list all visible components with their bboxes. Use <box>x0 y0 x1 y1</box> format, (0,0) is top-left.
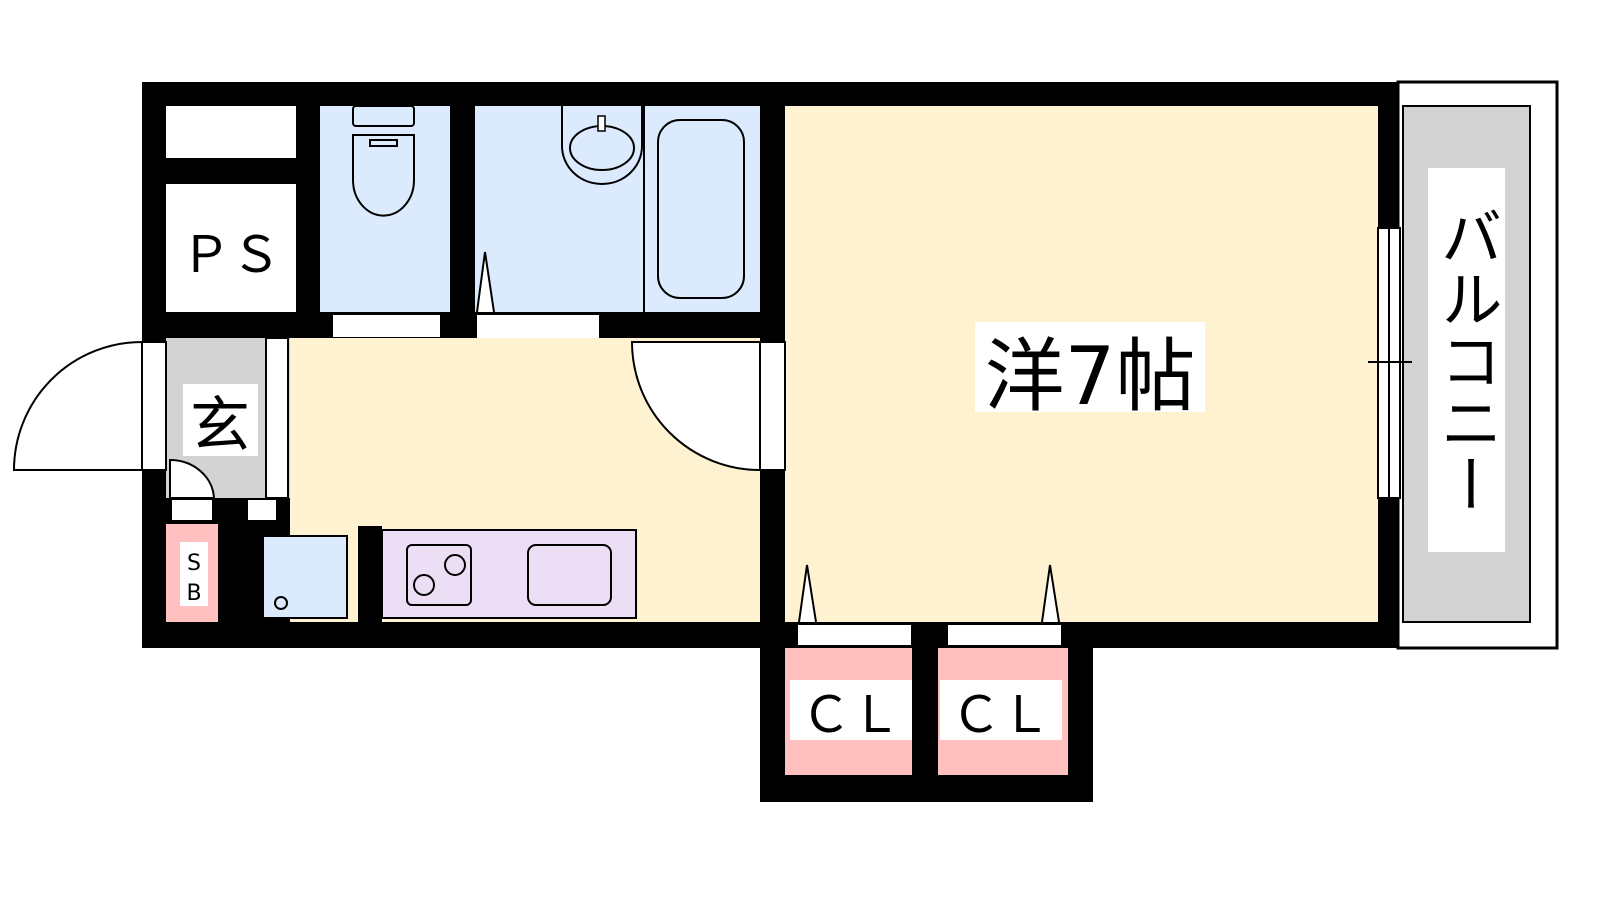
closet-label-1: ＣＬ <box>801 686 901 744</box>
room-label: 洋7帖 <box>985 330 1196 423</box>
shoebox-label-b: B <box>186 581 201 606</box>
room-door-frame <box>759 341 786 471</box>
sink-basin-icon <box>527 544 612 606</box>
stove-icon <box>406 544 472 606</box>
closet-door-2[interactable] <box>948 625 1061 645</box>
room-label-box <box>975 322 1205 412</box>
sink-icon <box>561 106 643 185</box>
bathroom-door[interactable] <box>477 315 599 338</box>
pipe-space <box>166 184 296 312</box>
room-door[interactable] <box>630 341 761 472</box>
toilet-door-frame <box>333 315 440 338</box>
closet-door-1[interactable] <box>798 625 911 645</box>
shoebox-label-s: S <box>187 551 201 576</box>
bathroom <box>475 106 760 312</box>
front-door[interactable] <box>12 340 143 471</box>
bathtub-icon <box>657 119 745 299</box>
balcony-label: バルコニー <box>1430 205 1503 515</box>
ps-label: ＰＳ <box>181 226 281 284</box>
entrance-label: 玄 <box>190 391 250 461</box>
toilet-icon <box>352 105 415 217</box>
folding-door-icon <box>476 251 495 313</box>
storage-top <box>166 106 296 158</box>
washer-space <box>262 535 348 619</box>
balcony-label-box <box>1428 168 1505 552</box>
closet-label-2: ＣＬ <box>951 686 1051 744</box>
shoebox-door[interactable] <box>169 458 216 499</box>
